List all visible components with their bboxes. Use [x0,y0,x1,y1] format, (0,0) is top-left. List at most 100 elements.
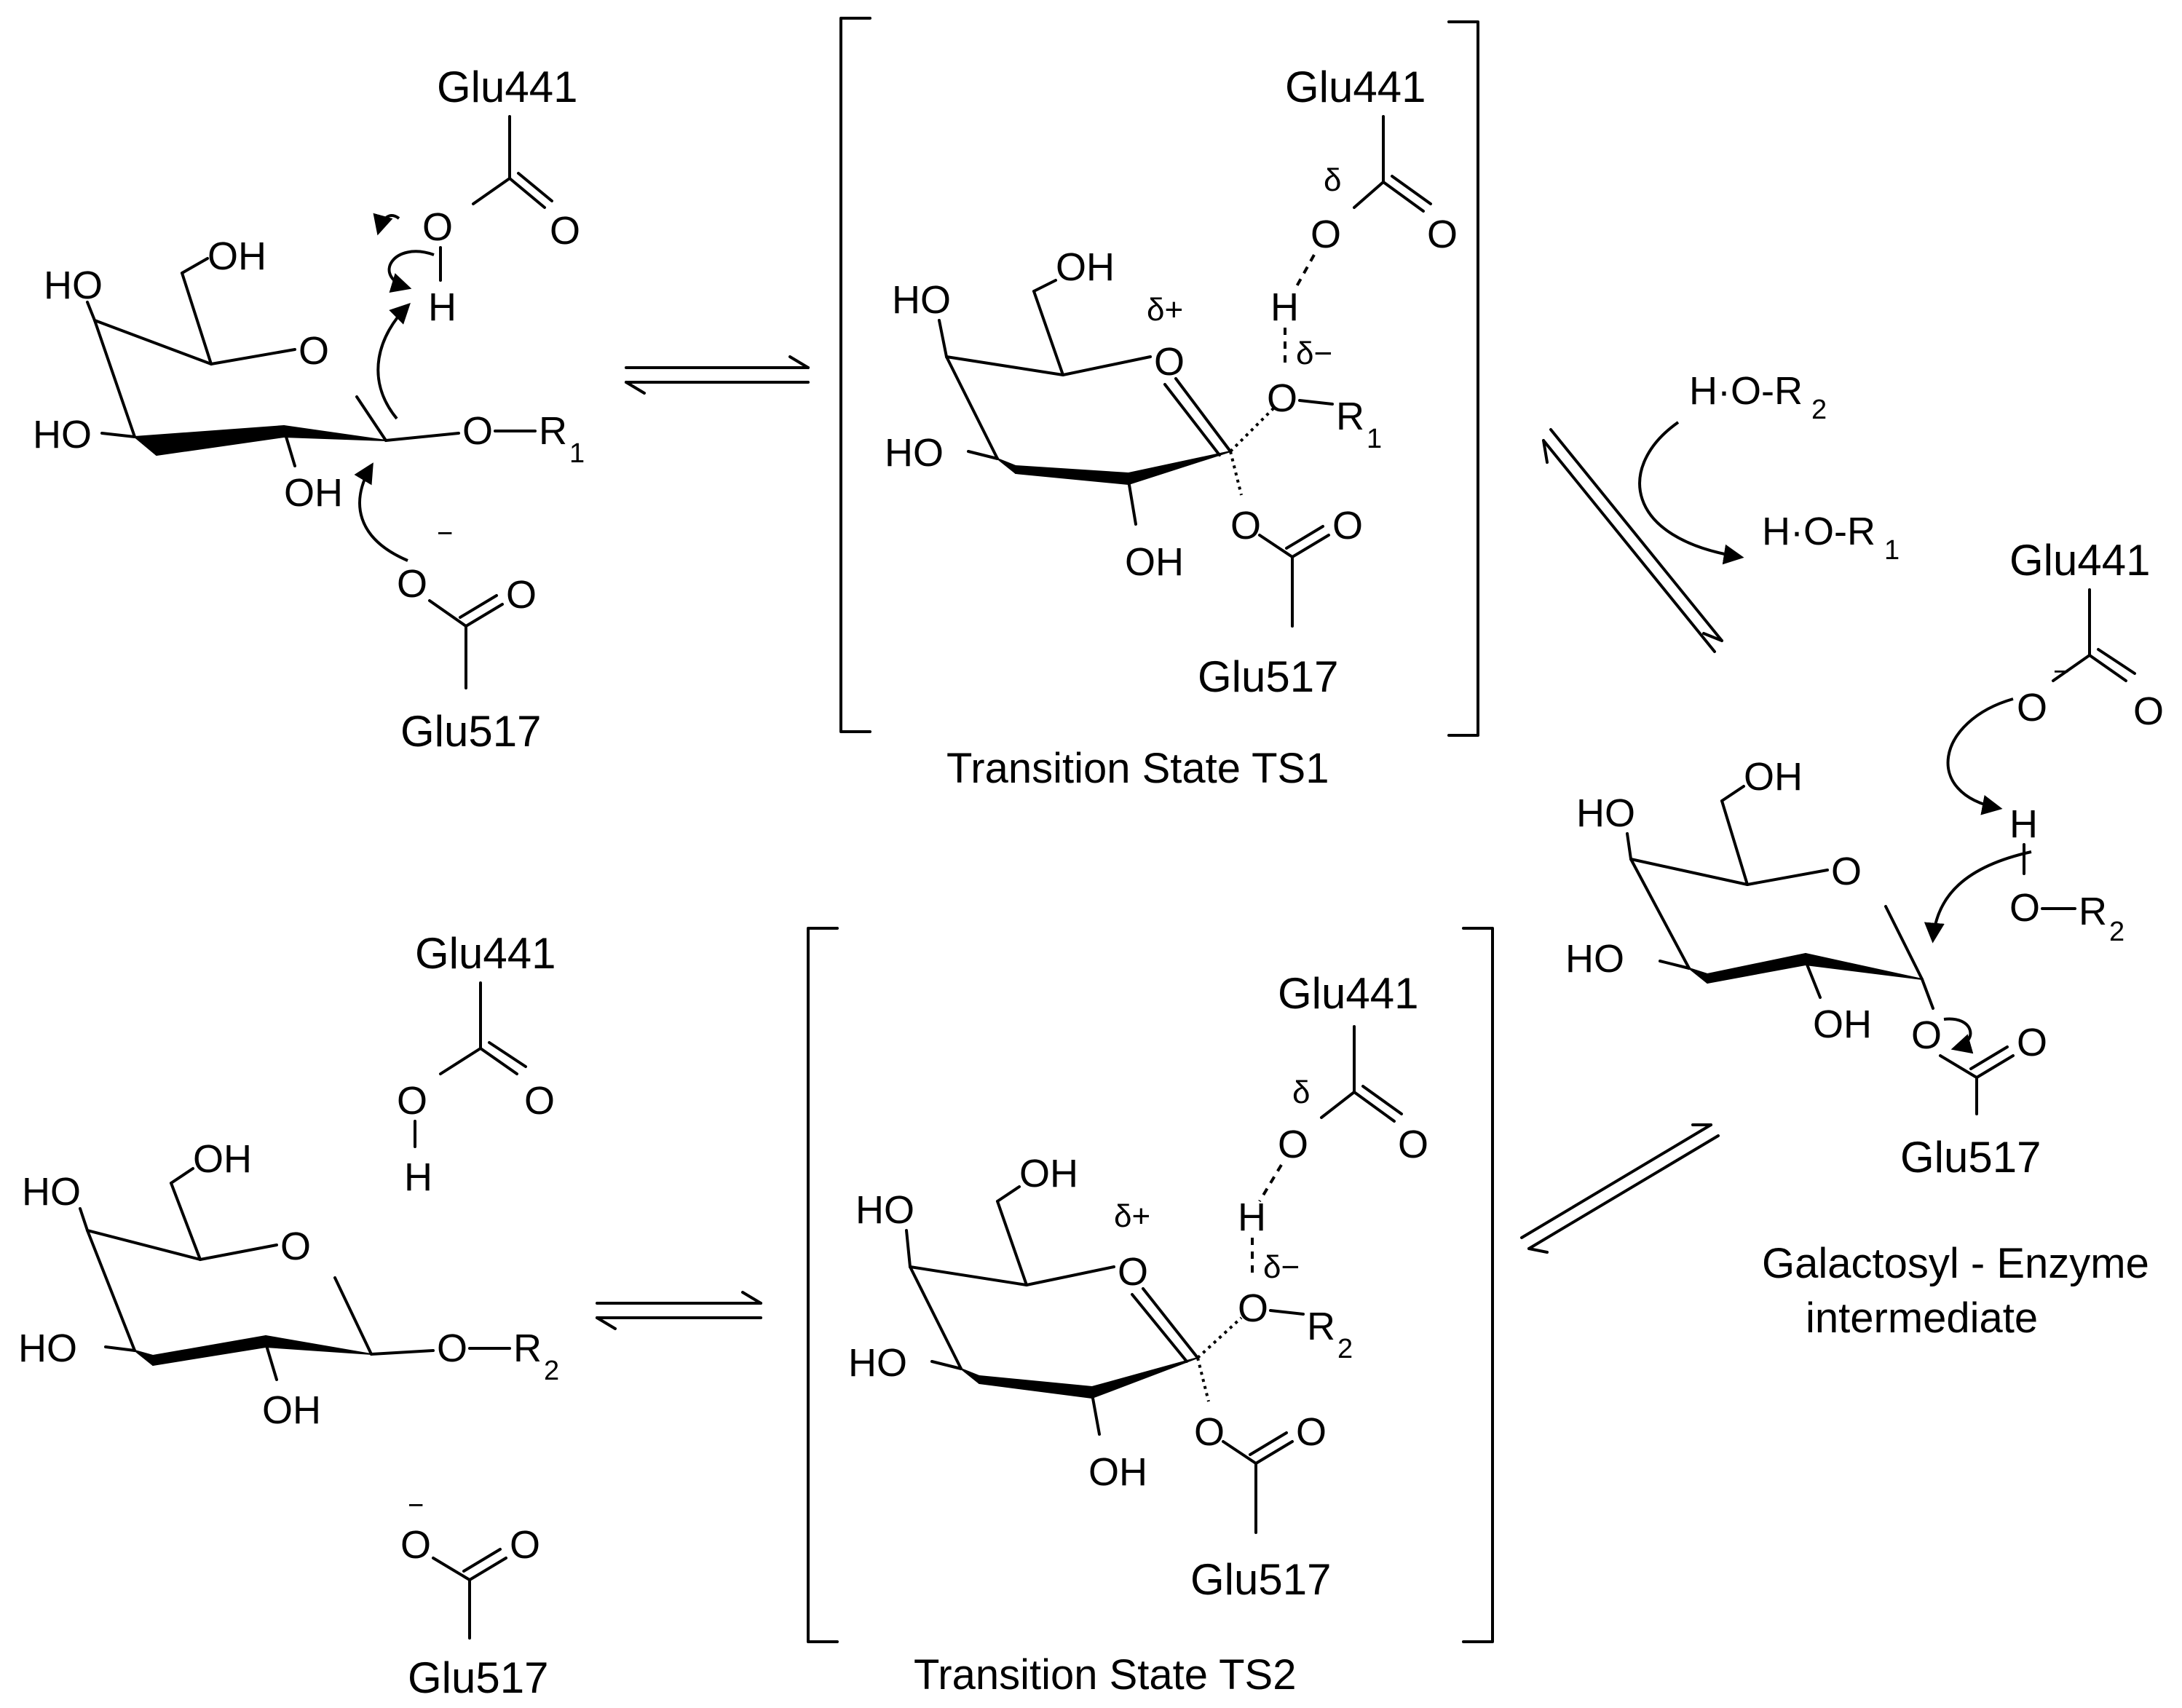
ts2-caption: Transition State TS2 [914,1651,1296,1699]
p-carboxylate-carbonyl-o: O [510,1523,540,1567]
ts1-carbonyl-o: O [1427,213,1458,256]
ring1-r-sub: 1 [569,438,585,469]
intermediate-caption-line2: intermediate [1806,1294,2038,1342]
ts1-c4-ho: HO [892,278,951,322]
ts2-glu517-o: O [1194,1410,1225,1454]
hydroxyl-o-label: O [422,205,453,249]
galactose-ring-1: OH O HO HO OH O R 1 [33,234,585,515]
ts2-r-label: R [1307,1305,1335,1348]
int-ring-o: O [1831,850,1862,893]
ts1-caption: Transition State TS1 [946,745,1329,792]
ring1-r-label: R [539,409,567,453]
ts2-c6-oh: OH [1019,1152,1078,1195]
ts1-glu517-o: O [1230,504,1261,547]
int-carbonyl-o: O [2133,689,2164,733]
ts1-r-label: R [1336,395,1364,438]
ts2-c2-oh: OH [1088,1450,1147,1494]
int-r-label: R [2079,890,2107,933]
int-minus: − [2053,657,2069,687]
ts2-carbonyl-o: O [1398,1123,1428,1166]
carboxylate-o-minus: O [397,562,427,606]
ts1-delta-minus: δ− [1296,336,1332,371]
ts2-h-label: H [1238,1195,1266,1239]
equilibrium-arrow-bottom-left [596,1291,762,1330]
galactosyl-enzyme-intermediate: Glu441 O − O H O R 2 OH O HO HO OH O [1565,536,2164,1342]
ring1-c3-ho: HO [33,413,92,456]
int-carboxylate-o: O [2017,686,2047,730]
glu517-label-1: Glu517 [400,707,541,756]
ts1-h-label: H [1270,285,1299,329]
ts2-delta-minus: δ− [1263,1249,1300,1285]
ts1-r-sub: 1 [1367,424,1382,454]
p-carbonyl-o: O [524,1079,555,1123]
ts2-ring-o: O [1118,1250,1148,1294]
p-minus: − [408,1490,424,1521]
int-ester-o: O [1911,1013,1942,1057]
carboxylate-o: O [506,573,537,617]
intermediate-caption-line1: Galactosyl - Enzyme [1762,1240,2149,1287]
int-glu441-label: Glu441 [2009,536,2150,585]
reagent-hor2-label: H·O-R [1689,369,1803,413]
p-glu517-label: Glu517 [408,1653,548,1702]
ring1-ring-o: O [299,329,329,373]
ring1-c4-ho: HO [44,264,103,307]
reagent-hor1-sub: 1 [1884,535,1900,566]
ts2-delta-plus: δ+ [1114,1198,1150,1234]
p-c4-ho: HO [22,1170,81,1214]
p-hydroxyl-o: O [397,1079,427,1123]
ts2-nucleophile-o: O [1238,1286,1268,1330]
ts1-c2-oh: OH [1125,540,1184,584]
int-c3-ho: HO [1565,937,1624,981]
int-h-label: H [2009,802,2038,846]
p-r-label: R [513,1327,542,1370]
p-c6-oh: OH [193,1137,252,1181]
equilibrium-arrow-1 [625,355,810,395]
glu441-label: Glu441 [437,63,577,111]
reagent-hor1-label: H·O-R [1762,510,1875,553]
ts1-glu517-label: Glu517 [1198,652,1338,701]
p-glu441-label: Glu441 [415,929,556,978]
p-carboxylate-o: O [400,1523,431,1567]
ts2-c3-ho: HO [848,1341,907,1385]
ts2-glu441-label: Glu441 [1278,969,1418,1018]
int-r2-o: O [2009,886,2040,930]
equilibrium-arrow-bottom-right [1520,1123,1720,1254]
ts2-carboxyl-o: O [1278,1123,1308,1166]
equilibrium-arrow-diagonal: H·O-R 2 H·O-R 1 [1542,369,1900,653]
ts1-glu517-carbonyl-o: O [1332,504,1363,547]
ts1-leaving-o: O [1267,376,1297,420]
p-glycosidic-o: O [437,1327,467,1370]
reagent-hor2-sub: 2 [1811,395,1827,425]
ts2-delta-label: δ [1292,1075,1311,1110]
int-c2-oh: OH [1813,1003,1872,1046]
ring1-c6-oh: OH [207,234,266,278]
carbonyl-o-label: O [550,209,580,253]
p-ring-o: O [280,1225,311,1268]
ts2-r-sub: 2 [1337,1334,1353,1364]
ring1-glycosidic-o: O [462,409,493,453]
p-acid-h: H [404,1155,432,1199]
ts2-glu517-carbonyl-o: O [1296,1410,1327,1454]
substrate-panel-top-left: Glu441 O O H OH O HO HO OH [33,63,585,756]
ts1-c6-oh: OH [1056,245,1115,289]
ts1-ring-o: O [1154,340,1185,384]
ts1-delta-plus: δ+ [1147,292,1183,328]
int-glu517-label: Glu517 [1900,1133,2041,1182]
product-panel-bottom-left: Glu441 O O H OH O HO HO OH O R 2 O − [18,929,559,1702]
acid-h-label: H [428,285,456,329]
int-r-sub: 2 [2109,917,2124,947]
ts2-glu517-label: Glu517 [1190,1555,1331,1604]
p-c2-oh: OH [262,1388,321,1432]
ts1-glu441-label: Glu441 [1285,63,1426,111]
ts2-c4-ho: HO [855,1188,914,1232]
p-c3-ho: HO [18,1327,77,1370]
p-r-sub: 2 [544,1356,559,1386]
ring1-c2-oh: OH [284,471,343,515]
int-ester-carbonyl-o: O [2017,1021,2047,1064]
int-c6-oh: OH [1744,755,1803,799]
transition-state-ts2: Glu441 O δ O H δ− O R 2 OH δ+ O HO HO [807,927,1494,1699]
ts1-c3-ho: HO [885,431,944,475]
transition-state-ts1: Glu441 O δ O H δ− O R 1 OH δ+ O HO HO [839,17,1479,792]
int-c4-ho: HO [1576,791,1635,835]
